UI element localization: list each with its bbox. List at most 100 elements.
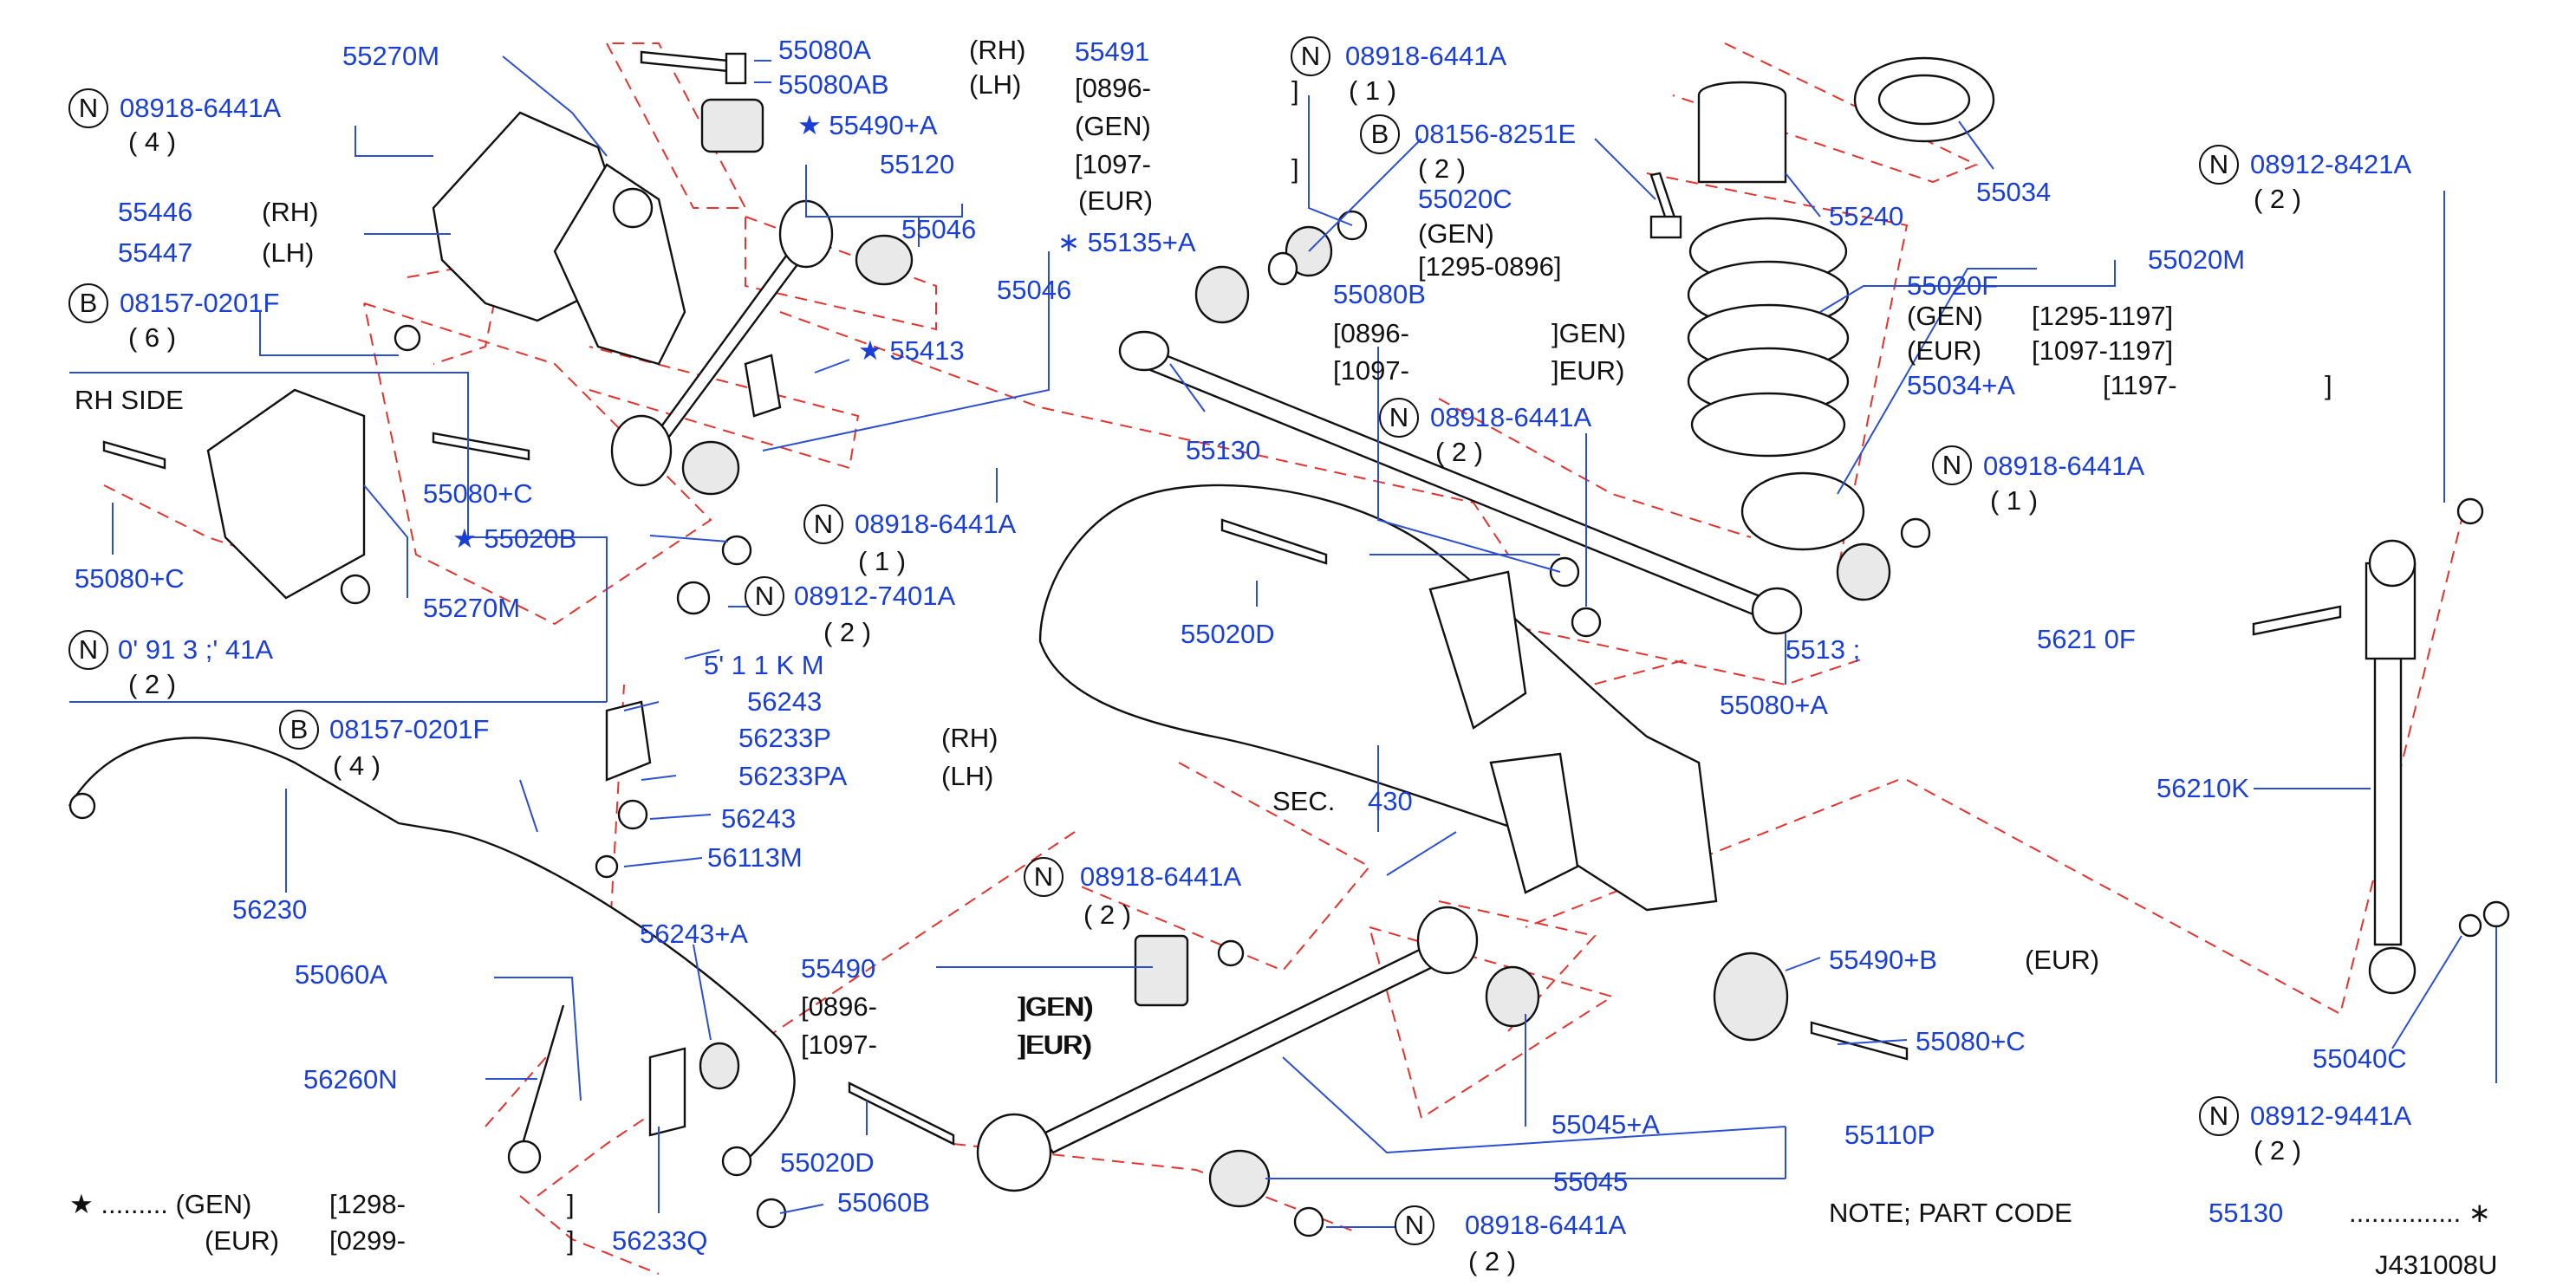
part-label-55034[interactable]: 55034	[1976, 177, 2051, 207]
part-label-55270M-b[interactable]: 55270M	[423, 593, 520, 623]
part-label-08912-7401A[interactable]: 08912-7401A	[794, 581, 955, 611]
lh-56: (LH)	[941, 761, 993, 791]
part-label-08912-9441A[interactable]: 08912-9441A	[2250, 1101, 2411, 1131]
part-label-56230[interactable]: 56230	[232, 894, 307, 925]
part-label-55130[interactable]: 55130	[1186, 435, 1260, 465]
qty-partial: ( 2 )	[128, 669, 176, 699]
qty-6: ( 6 )	[128, 322, 176, 353]
part-label-55446[interactable]: 55446	[118, 197, 192, 227]
note-close-2: ]	[567, 1225, 575, 1256]
part-label-55080C-c[interactable]: 55080+C	[1916, 1026, 2026, 1056]
part-label-55020D-a[interactable]: 55020D	[1181, 619, 1275, 649]
note-dots: ............... ∗	[2349, 1198, 2491, 1228]
part-label-56113M[interactable]: 56113M	[707, 842, 803, 873]
badge-b-2	[279, 710, 319, 750]
part-label-55080A-r[interactable]: 55080+A	[1720, 690, 1828, 720]
bracket-0896-b: [0896-	[801, 991, 877, 1022]
part-label-08912-8421A[interactable]: 08912-8421A	[2250, 149, 2411, 179]
badge-n-7	[1291, 36, 1330, 76]
part-label-08918-6441A-bot[interactable]: 08918-6441A	[1465, 1210, 1626, 1240]
qty-2-bot: ( 2 )	[1468, 1246, 1516, 1276]
parts	[68, 50, 2510, 1237]
part-label-55080B[interactable]: 55080B	[1333, 279, 1426, 309]
eur-a: (EUR)	[1078, 185, 1153, 216]
part-label-55046-a[interactable]: 55046	[901, 214, 976, 244]
qty-2-8251: ( 2 )	[1418, 153, 1466, 184]
part-label-55270M-top[interactable]: 55270M	[342, 41, 439, 71]
bracket-0896-c: [0896-	[1333, 318, 1409, 348]
part-label-55060A[interactable]: 55060A	[295, 959, 387, 990]
part-label-55045[interactable]: 55045	[1553, 1166, 1628, 1197]
part-label-08918-6441A-r[interactable]: 08918-6441A	[1430, 402, 1591, 432]
part-label-55080C-b[interactable]: 55080+C	[75, 563, 185, 594]
note-eur: (EUR)	[205, 1225, 279, 1256]
part-label-08157-0201F-b[interactable]: 08157-0201F	[329, 714, 489, 744]
part-label-55490A[interactable]: ★ 55490+A	[797, 110, 938, 140]
part-label-55491[interactable]: 55491	[1075, 36, 1149, 67]
part-label-08918-6441A-mid[interactable]: 08918-6441A	[855, 509, 1016, 539]
part-label-55040C[interactable]: 55040C	[2313, 1043, 2407, 1074]
qty-4-b: ( 4 )	[333, 750, 381, 781]
bracket-1097-1197: [1097-1197]	[2032, 335, 2173, 366]
part-label-56233PA[interactable]: 56233PA	[738, 761, 848, 791]
note-part-code-number[interactable]: 55130	[2208, 1198, 2283, 1228]
part-label-55020M[interactable]: 55020M	[2148, 244, 2245, 275]
part-label-08157-0201F-a[interactable]: 08157-0201F	[120, 288, 279, 318]
part-label-56260N[interactable]: 56260N	[303, 1064, 398, 1094]
part-label-55020D-b[interactable]: 55020D	[780, 1147, 875, 1178]
note-bracket-0299: [0299-	[329, 1225, 406, 1256]
part-label-56233Q[interactable]: 56233Q	[612, 1225, 707, 1256]
badge-letter: N	[79, 93, 98, 123]
part-label-55045A[interactable]: 55045+A	[1551, 1109, 1660, 1140]
qty-1-rr: ( 1 )	[1990, 485, 2038, 516]
badge-letter: B	[1371, 119, 1389, 149]
leader-lines	[69, 55, 2497, 1228]
badge-b-3	[1360, 114, 1400, 154]
part-label-56210K[interactable]: 56210K	[2156, 773, 2249, 803]
part-label-55413[interactable]: ★ 55413	[858, 335, 965, 366]
note-close-1: ]	[567, 1189, 575, 1219]
bracket-1097-c: [1097-	[1333, 355, 1409, 386]
part-label-55046-b[interactable]: 55046	[997, 275, 1071, 305]
part-label-08156-8251E[interactable]: 08156-8251E	[1415, 119, 1576, 149]
part-label-08918-6441A-topleft[interactable]: 08918-6441A	[120, 93, 281, 123]
part-label-55240[interactable]: 55240	[1829, 201, 1903, 231]
part-label-08918-6441A-rr[interactable]: 08918-6441A	[1983, 451, 2144, 481]
part-label-56233P[interactable]: 56233P	[738, 723, 831, 753]
part-label-55490[interactable]: 55490	[801, 953, 875, 984]
part-label-55034A[interactable]: 55034+A	[1907, 370, 2015, 400]
part-label-08918-6441A-partial[interactable]: 0' 91 3 ;' 41A	[118, 634, 273, 665]
part-label-55020B[interactable]: ★ 55020B	[452, 523, 576, 554]
part-label-55020C[interactable]: 55020C	[1418, 184, 1512, 214]
section-number[interactable]: 430	[1368, 786, 1413, 816]
close-8251: ]	[1291, 153, 1299, 184]
part-label-55447[interactable]: 55447	[118, 237, 192, 268]
part-label-56243A[interactable]: 56243+A	[640, 919, 748, 949]
part-label-55110P[interactable]: 55110P	[1844, 1120, 1935, 1150]
part-label-56243-b[interactable]: 56243	[721, 803, 796, 834]
gen-b: ]GEN)	[1019, 991, 1094, 1022]
note-bracket-1298: [1298-	[329, 1189, 406, 1219]
part-label-55080C-a[interactable]: 55080+C	[423, 478, 533, 509]
part-label-55020F[interactable]: 55020F	[1907, 270, 1998, 301]
part-label-55060B[interactable]: 55060B	[837, 1187, 930, 1218]
gen-c: ]GEN)	[1551, 318, 1626, 348]
badge-n-11	[2199, 1096, 2239, 1136]
rh-note-top: (RH)	[969, 35, 1025, 65]
part-label-56113M-partial[interactable]: 5' 1 1 K M	[704, 650, 824, 680]
part-label-55080AB[interactable]: 55080AB	[778, 69, 889, 100]
part-label-56210F-partial[interactable]: 5621 0F	[2037, 624, 2136, 654]
part-label-55120[interactable]: 55120	[880, 149, 954, 179]
part-label-55490B[interactable]: 55490+B	[1829, 945, 1937, 975]
part-label-55135A[interactable]: ∗ 55135+A	[1057, 227, 1196, 257]
badge-n-4	[745, 576, 784, 616]
part-label-08918-6441A-ctr[interactable]: 08918-6441A	[1080, 861, 1241, 892]
badge-letter: N	[755, 581, 774, 611]
part-label-08918-6441A-topc[interactable]: 08918-6441A	[1345, 41, 1506, 71]
part-label-55135-partial[interactable]: 5513 ;	[1786, 634, 1860, 665]
badge-letter: N	[1405, 1210, 1424, 1240]
badge-n-8	[1379, 398, 1419, 438]
part-label-55080A[interactable]: 55080A	[778, 35, 871, 65]
part-label-56243-a[interactable]: 56243	[747, 686, 822, 717]
